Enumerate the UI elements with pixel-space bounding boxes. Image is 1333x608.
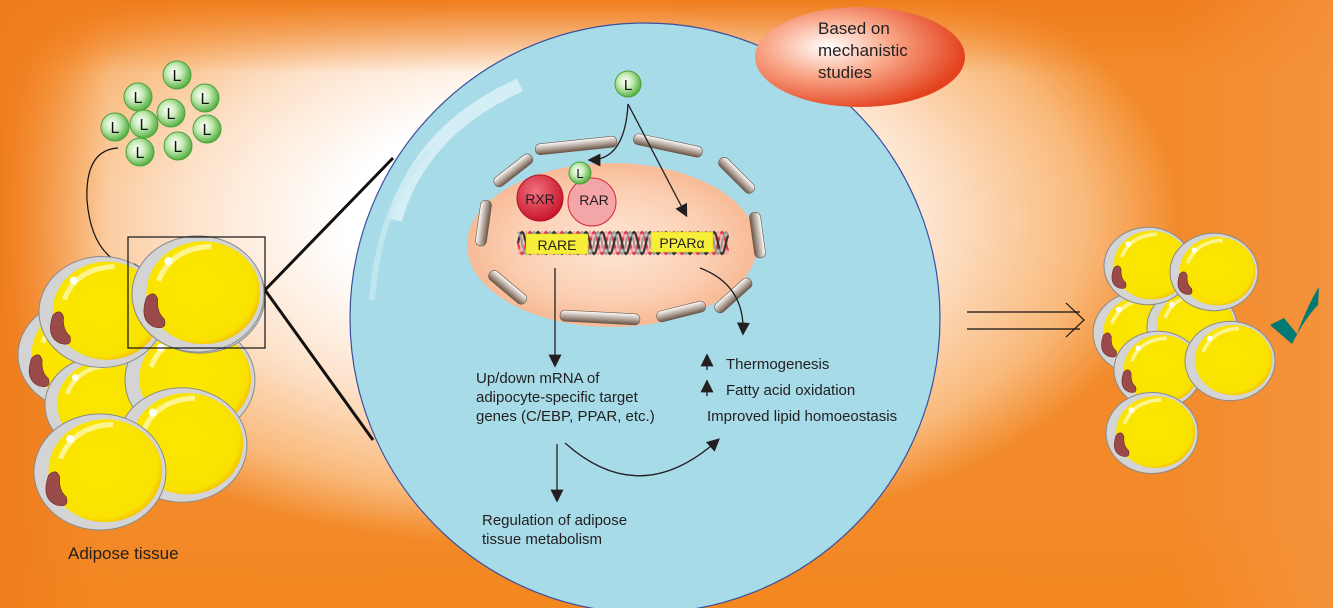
rar-label: RAR (579, 192, 609, 208)
adipocyte (1105, 392, 1199, 474)
nucleus-icon (1177, 271, 1193, 295)
nucleus-icon (45, 471, 68, 507)
svg-text:L: L (203, 122, 212, 139)
adipose-tissue-label: Adipose tissue (68, 544, 179, 563)
regulation-line-1: Regulation of adipose (482, 512, 628, 529)
adipose-cluster-left (17, 235, 266, 531)
ligand: L (100, 112, 130, 142)
ppar-box (650, 231, 714, 253)
svg-text:L: L (140, 117, 149, 134)
svg-text:L: L (576, 166, 583, 181)
adipose-cluster-right (1092, 226, 1276, 474)
ligand: L (123, 82, 153, 112)
zoom-line-top (263, 156, 395, 292)
fatty-acid-text: Fatty acid oxidation (726, 382, 856, 399)
arrow-ligand-to-ppar (627, 103, 688, 218)
thermogenesis-text: Thermogenesis (726, 356, 830, 373)
ligand-bound: L (568, 161, 592, 185)
rare-box (525, 233, 589, 255)
svg-text:L: L (173, 68, 182, 85)
ppar-label: PPARα (659, 235, 704, 251)
callout-ellipse (755, 7, 965, 107)
regulation-line-2: tissue metabolism (482, 531, 603, 548)
zoom-box (127, 236, 266, 349)
rxr-receptor (516, 174, 564, 222)
adipocyte (1169, 232, 1259, 312)
ligand: L (129, 109, 159, 139)
svg-text:L: L (174, 139, 183, 156)
nucleus-icon (1111, 265, 1127, 289)
mrna-text: Up/down mRNA of adipocyte-specific targe… (476, 369, 655, 426)
callout-line-1: Based on (818, 19, 890, 38)
ligand: L (156, 98, 186, 128)
rar-receptor (567, 177, 617, 227)
ligand: L (190, 83, 220, 113)
adipocyte (1113, 330, 1203, 410)
nucleus-icon (1114, 432, 1130, 457)
adipocyte (1103, 226, 1193, 306)
ligand: L (125, 137, 155, 167)
callout-line-3: studies (818, 63, 872, 82)
svg-text:L: L (624, 77, 632, 94)
svg-text:L: L (136, 145, 145, 162)
adipocyte (33, 413, 167, 531)
lipid-homoeostasis-text: Improved lipid homoeostasis (707, 408, 898, 425)
arrow-mrna-to-effects (564, 438, 720, 477)
double-arrow-result (967, 302, 1085, 338)
svg-text:L: L (134, 90, 143, 107)
mrna-line-2: adipocyte-specific target (476, 389, 638, 406)
nucleus-icon (28, 354, 50, 387)
nucleus-icon (50, 311, 71, 345)
arrow-ligand-to-adipocyte (86, 147, 146, 276)
ligand-top: L (614, 70, 642, 98)
adipocyte (1184, 320, 1276, 402)
mrna-line-1: Up/down mRNA of (476, 370, 600, 387)
arrow-ligand-to-rar (587, 103, 629, 167)
nucleus-icon (1101, 332, 1117, 358)
nucleus-icon (1121, 369, 1137, 393)
rare-label: RARE (538, 237, 577, 253)
nucleus-icon (143, 293, 166, 329)
svg-text:L: L (111, 120, 120, 137)
arrow-ppar-to-effects (699, 267, 750, 336)
zoom-line-bottom (263, 289, 375, 441)
ligand: L (162, 60, 192, 90)
svg-text:L: L (201, 91, 210, 108)
adipocyte (131, 235, 265, 353)
svg-text:L: L (167, 106, 176, 123)
checkmark-icon (1270, 287, 1319, 344)
ligand: L (192, 114, 222, 144)
mrna-line-3: genes (C/EBP, PPAR, etc.) (476, 408, 655, 425)
callout-text: Based on mechanistic studies (818, 18, 908, 84)
regulation-text: Regulation of adipose tissue metabolism (482, 511, 627, 549)
callout-line-2: mechanistic (818, 41, 908, 60)
ligand: L (163, 131, 193, 161)
rxr-label: RXR (525, 191, 555, 207)
